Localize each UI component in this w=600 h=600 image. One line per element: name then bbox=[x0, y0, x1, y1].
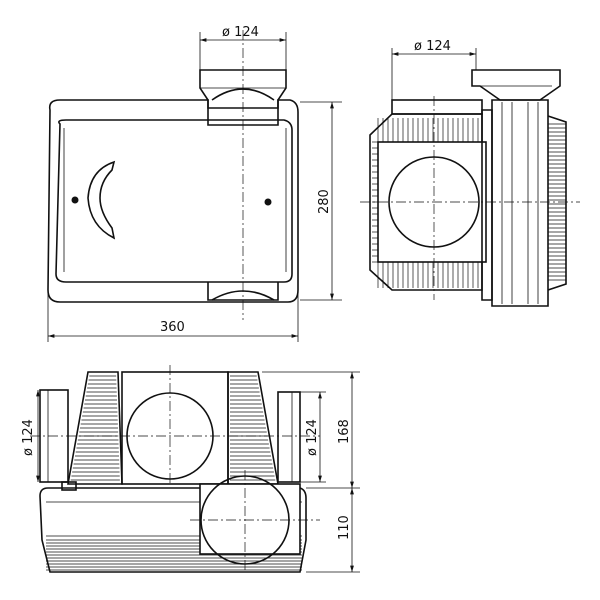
top-outlet-dia-label: ø 124 bbox=[222, 25, 259, 40]
front-right-dia-label: ø 124 bbox=[305, 419, 320, 456]
side-view: ø 124 bbox=[360, 39, 580, 307]
front-lower-height-label: 110 bbox=[337, 515, 352, 540]
front-view: ø 124 ø 124 168 110 bbox=[21, 365, 360, 573]
side-outlet-dia-label: ø 124 bbox=[414, 39, 451, 54]
front-upper-height-label: 168 bbox=[337, 419, 352, 444]
top-height-label: 280 bbox=[317, 189, 332, 214]
front-left-dia-label: ø 124 bbox=[21, 419, 36, 456]
top-view: ø 124 280 360 bbox=[47, 25, 342, 342]
top-width-label: 360 bbox=[160, 320, 185, 335]
